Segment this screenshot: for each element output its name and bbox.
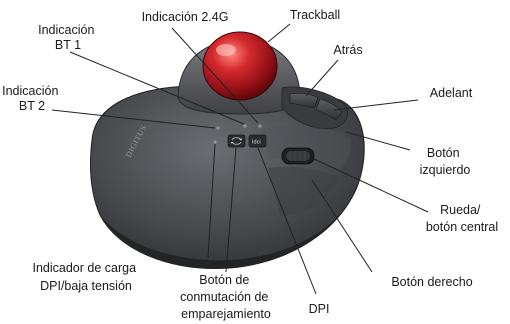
- trackball[interactable]: [202, 31, 278, 101]
- leader-pairing: [225, 147, 237, 273]
- leader-bt2: [51, 109, 216, 129]
- swap-arrows-icon: [230, 137, 243, 145]
- back-button[interactable]: [289, 92, 319, 109]
- callout-labels: Indicación BT 1 Indicación 2.4G Trackbal…: [2, 8, 498, 321]
- right-button[interactable]: [268, 166, 340, 216]
- leader-lines: [51, 23, 429, 295]
- label-dpi: DPI: [309, 302, 330, 316]
- label-boton-emparejamiento: Botón de conmutación de emparejamiento: [180, 273, 272, 321]
- label-rueda-line1: Rueda/: [440, 203, 481, 217]
- label-indicador-carga: Indicador de carga DPI/baja tensión: [32, 261, 139, 293]
- leader-dpi: [257, 147, 317, 295]
- label-indicacion-bt2-line1: Indicación: [2, 84, 58, 98]
- label-boton-emparejamiento-line3: emparejamiento: [181, 307, 271, 321]
- label-adelant: Adelant: [430, 86, 473, 100]
- label-boton-izquierdo-line2: izquierdo: [420, 163, 471, 177]
- leader-charge: [207, 143, 216, 259]
- leader-wheel: [311, 157, 429, 213]
- label-boton-izquierdo: Botón izquierdo: [420, 146, 471, 177]
- leader-bt1: [69, 51, 245, 125]
- label-boton-emparejamiento-line2: conmutación de: [180, 290, 268, 304]
- forward-button[interactable]: [315, 98, 343, 121]
- dpi-button[interactable]: Idci: [248, 134, 267, 148]
- pairing-switch-button[interactable]: [227, 134, 246, 148]
- scroll-wheel[interactable]: [281, 147, 315, 165]
- leader-atras: [305, 59, 339, 97]
- bt2-led: [216, 126, 220, 130]
- label-indicacion-bt1: Indicación BT 1: [38, 23, 98, 52]
- mouse-device: DIGITUS Idci: [90, 31, 365, 269]
- label-indicacion-24g: Indicación 2.4G: [142, 10, 229, 24]
- leader-right-button: [311, 179, 373, 273]
- label-indicador-carga-line2: DPI/baja tensión: [40, 279, 132, 293]
- label-boton-emparejamiento-line1: Botón de: [199, 273, 249, 287]
- led-24g: [258, 124, 262, 128]
- label-atras: Atrás: [333, 43, 362, 57]
- label-boton-izquierdo-line1: Botón: [427, 146, 460, 160]
- charge-dpi-led: [213, 140, 217, 144]
- label-trackball: Trackball: [290, 8, 340, 22]
- label-rueda: Rueda/ botón central: [426, 203, 498, 234]
- label-indicador-carga-line1: Indicador de carga: [32, 261, 136, 275]
- dpi-button-glyph: Idci: [252, 140, 261, 146]
- leader-trackball: [267, 23, 291, 43]
- bt1-led: [243, 124, 247, 128]
- label-indicacion-bt1-line1: Indicación: [38, 23, 94, 37]
- label-rueda-line2: botón central: [426, 220, 498, 234]
- leader-left-button: [345, 131, 411, 151]
- label-indicacion-bt2-line2: BT 2: [19, 99, 45, 113]
- label-indicacion-bt1-line2: BT 1: [55, 38, 81, 52]
- label-boton-derecho: Botón derecho: [391, 275, 472, 289]
- leader-adelant: [333, 99, 419, 111]
- leader-24g: [171, 27, 259, 124]
- label-indicacion-bt2: Indicación BT 2: [2, 84, 62, 113]
